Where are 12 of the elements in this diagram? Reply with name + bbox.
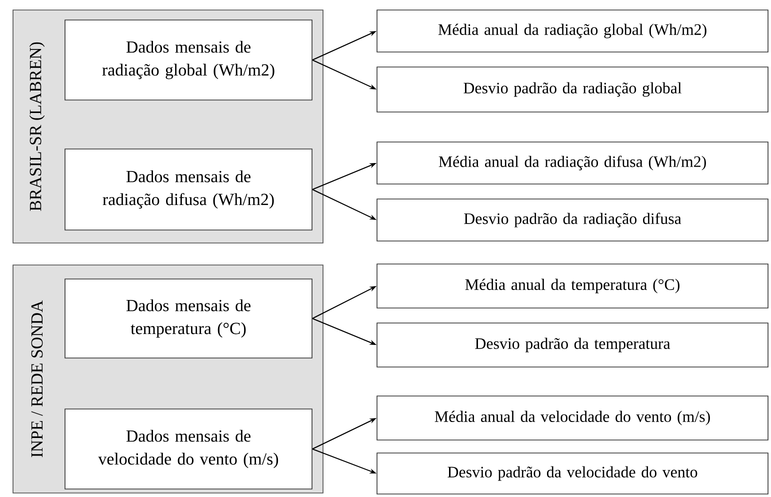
data-box: Dados mensais de radiação global (Wh/m2) bbox=[64, 20, 312, 100]
result-box: Média anual da radiação difusa (Wh/m2) bbox=[376, 142, 768, 184]
data-box: Dados mensais de velocidade do vento (m/s) bbox=[64, 408, 312, 490]
result-box: Desvio padrão da radiação global bbox=[376, 66, 768, 112]
data-box: Dados mensais de radiação difusa (Wh/m2) bbox=[64, 148, 312, 230]
result-box: Desvio padrão da velocidade do vento bbox=[376, 452, 768, 494]
result-box: Desvio padrão da temperatura bbox=[376, 322, 768, 368]
result-box: Média anual da velocidade do vento (m/s) bbox=[376, 396, 768, 440]
data-box: Dados mensais de temperatura (°C) bbox=[64, 278, 312, 358]
result-box: Média anual da radiação global (Wh/m2) bbox=[376, 10, 768, 52]
result-box: Média anual da temperatura (°C) bbox=[376, 264, 768, 308]
result-box: Desvio padrão da radiação difusa bbox=[376, 198, 768, 242]
